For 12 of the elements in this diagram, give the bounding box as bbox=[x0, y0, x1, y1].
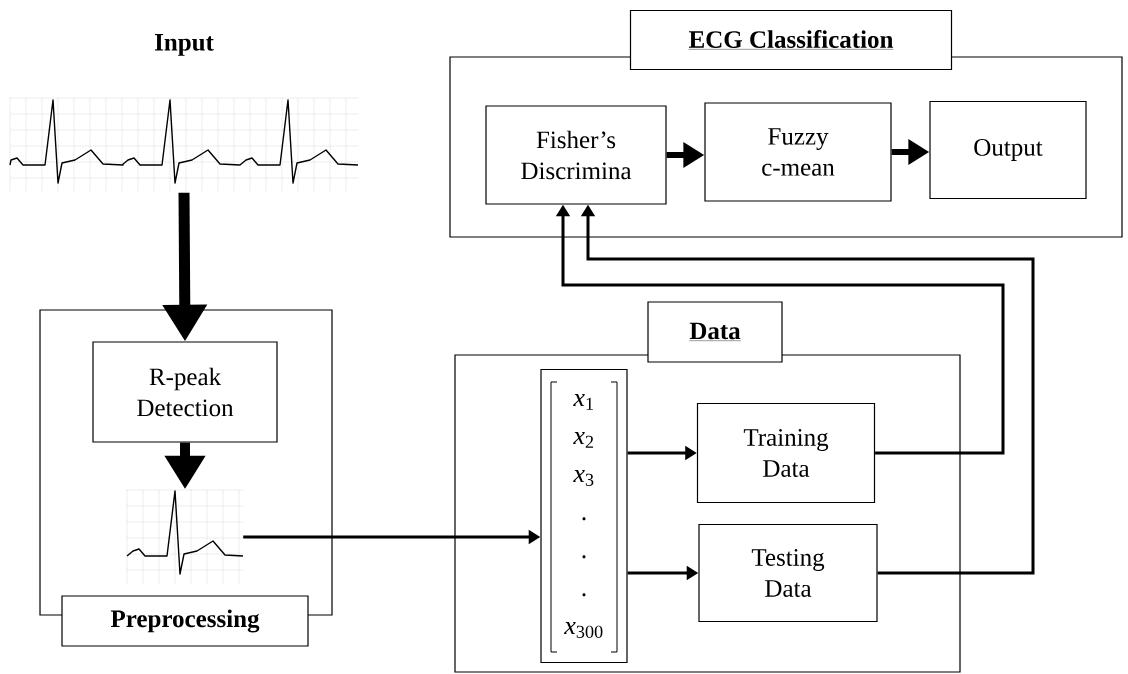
process-box: Output bbox=[929, 100, 1087, 200]
process-box: Training Data bbox=[696, 402, 876, 504]
vector-box: x$_{1}$ x$_{2}$ x$_{3}$ . . . x$_{300}$ bbox=[540, 368, 628, 664]
process-box: Fisher’s Discrimina bbox=[485, 105, 667, 205]
ecg-drawing bbox=[126, 489, 244, 585]
ecg-drawing bbox=[9, 97, 359, 193]
process-box: R-peak Detection bbox=[92, 341, 278, 443]
node-label: Data bbox=[689, 322, 741, 340]
process-box: Testing Data bbox=[698, 523, 878, 623]
process-box: Fuzzy c-mean bbox=[704, 102, 892, 202]
node-label: ECG Classification bbox=[688, 30, 894, 48]
heading: Input bbox=[154, 34, 214, 56]
